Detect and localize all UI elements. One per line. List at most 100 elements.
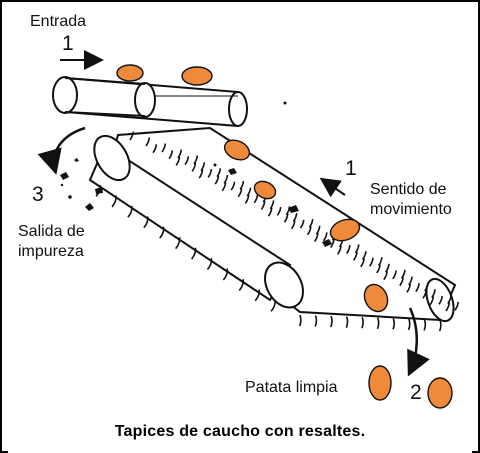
salida-arrow xyxy=(37,126,86,175)
belt-stud xyxy=(407,318,411,331)
belt-stud xyxy=(415,283,420,293)
patata-number: 2 xyxy=(410,381,422,404)
belt-stud xyxy=(376,264,381,274)
belt-stud xyxy=(159,226,165,239)
salida-label: Salida de xyxy=(18,223,85,240)
belt-stud xyxy=(438,295,443,305)
belt-stud xyxy=(230,181,236,191)
belt-stud xyxy=(429,296,435,306)
sentido-number: 1 xyxy=(345,157,357,180)
belt-stud xyxy=(216,168,222,178)
belt-stud xyxy=(175,156,181,166)
potato xyxy=(116,64,144,82)
belt-stud xyxy=(308,218,314,228)
belt-stud xyxy=(239,180,245,190)
belt-stud xyxy=(145,137,151,147)
belt-stud xyxy=(353,251,358,261)
sentido-label: Sentido de xyxy=(370,181,447,198)
belt-stud xyxy=(454,301,459,311)
belt-stud xyxy=(360,258,365,268)
belt-studs xyxy=(95,131,459,332)
belt-stud xyxy=(361,251,367,261)
potato xyxy=(223,139,251,161)
belt-stud xyxy=(175,237,181,250)
belt-stud xyxy=(223,174,229,184)
belt-stud xyxy=(238,278,245,291)
belt-stud xyxy=(207,168,213,178)
belt-stud xyxy=(423,319,427,331)
belt-stud xyxy=(406,283,411,293)
belt-stud xyxy=(337,245,342,255)
belt-stud xyxy=(314,315,318,327)
belt-stud xyxy=(267,207,273,217)
belt-stud xyxy=(206,258,213,271)
belt-stud xyxy=(299,219,305,229)
belt-stud xyxy=(431,289,436,299)
patata-arrow xyxy=(407,307,430,377)
belt-stud xyxy=(313,233,319,243)
belt-stud xyxy=(329,239,335,249)
belt-stud xyxy=(177,149,183,159)
entrada-number: 1 xyxy=(62,32,74,55)
feed-rollers xyxy=(52,76,248,128)
belt-stud xyxy=(129,131,135,141)
potato xyxy=(368,365,392,401)
impurities xyxy=(60,101,332,247)
belt-stud xyxy=(361,316,364,329)
belt-stud xyxy=(401,269,406,279)
belt-stud xyxy=(383,271,388,281)
belt-stud xyxy=(237,188,243,198)
frame-gap xyxy=(8,440,472,453)
patata-label: Patata limpia xyxy=(245,379,338,396)
belt-stud xyxy=(322,232,328,242)
belt-stud xyxy=(198,169,204,179)
belt-stud xyxy=(354,244,360,254)
potato xyxy=(427,377,453,409)
potato xyxy=(329,218,361,242)
potatoes xyxy=(116,64,453,409)
belt-body xyxy=(88,126,457,323)
belt-stud xyxy=(315,225,321,235)
belt-stud xyxy=(447,295,452,305)
belt-stud xyxy=(290,220,296,230)
belt-stud xyxy=(345,245,351,255)
belt-stud xyxy=(298,314,302,327)
belt-stud xyxy=(399,277,404,287)
belt-stud xyxy=(168,150,174,160)
potato xyxy=(181,66,213,86)
belt-stud xyxy=(385,263,390,273)
belt-stud xyxy=(438,319,442,332)
sentido-arrow xyxy=(319,177,346,198)
belt-stud xyxy=(292,212,298,222)
belt-stud xyxy=(269,200,275,210)
belt-stud xyxy=(190,247,197,260)
belt-stud xyxy=(143,216,149,229)
belt-stud xyxy=(254,289,261,302)
belt-stud xyxy=(161,143,167,153)
belt-stud xyxy=(244,194,250,204)
belt-stud xyxy=(283,213,289,223)
belt-stud xyxy=(246,187,252,197)
belt-stud xyxy=(111,195,117,208)
belt-stud xyxy=(127,205,133,218)
belt-stud xyxy=(445,302,451,312)
impureza-label: impureza xyxy=(18,243,84,260)
movimiento-label: movimiento xyxy=(370,201,452,218)
belt-stud xyxy=(306,226,312,236)
belt-stud xyxy=(152,144,158,154)
belt-stud xyxy=(221,182,227,192)
belt-stud xyxy=(330,315,333,328)
potato xyxy=(363,283,389,313)
belt-stud xyxy=(214,175,220,185)
belt-stud xyxy=(376,317,380,330)
belt-stud xyxy=(408,276,413,286)
belt-stud xyxy=(222,268,229,281)
belt-stud xyxy=(191,162,197,172)
belt-stud xyxy=(200,162,206,172)
figure-caption: Tapices de caucho con resaltes. xyxy=(114,423,366,440)
belt-stud xyxy=(193,155,199,165)
belt-stud xyxy=(392,318,396,330)
potato xyxy=(253,180,277,200)
belt-stud xyxy=(369,257,374,267)
entrada-label: Entrada xyxy=(30,13,87,30)
